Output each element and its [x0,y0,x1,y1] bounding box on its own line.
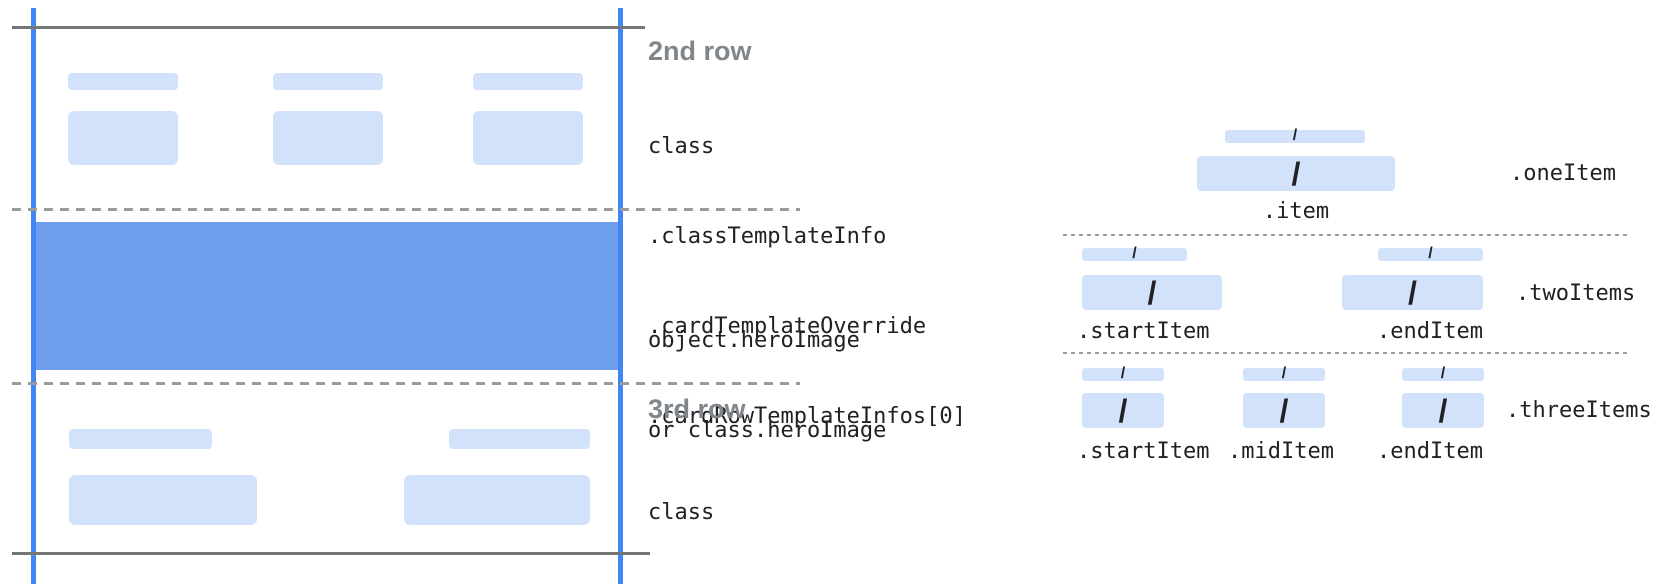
row3-item2-value-placeholder [404,475,590,525]
layouts-separator-dashed-line-1 [1063,234,1630,236]
layouts-separator-dashed-line-2 [1063,352,1630,354]
threeitems-mid-caption: .midItem [1228,439,1334,464]
slash-glyph: / [1132,244,1137,262]
slash-glyph: / [1428,244,1433,262]
row3-item1-value-placeholder [69,475,257,525]
slash-glyph: / [1292,126,1298,144]
twoitems-name-label: .twoItems [1516,281,1636,306]
threeitems-end-caption: .endItem [1377,439,1483,464]
slash-glyph: / [1440,364,1446,382]
threeitems-name-label: .threeItems [1506,398,1652,423]
slash-glyph: / [1120,364,1126,382]
threeitems-start-value-bar: / [1082,393,1164,428]
code-line: class [648,134,715,159]
row2-item2-label-placeholder [273,73,383,90]
threeitems-mid-value-bar: / [1243,393,1325,428]
code-line: .classTemplateInfo [648,224,887,249]
slash-glyph: / [1438,392,1448,429]
threeitems-start-label-bar: / [1082,364,1164,382]
row2-separator-dashed-line [12,208,800,211]
threeitems-end-label-bar: / [1402,364,1484,382]
slash-glyph: / [1408,274,1417,311]
code-line: object.heroImage [648,328,860,353]
twoitems-end-value-bar: / [1342,275,1483,310]
hero-separator-dashed-line [12,382,800,385]
code-line: .cardRowTemplateInfos[0] [648,404,966,429]
row2-item1-value-placeholder [68,111,178,165]
row3-code-path: class .classTemplateInfo .cardTemplateOv… [648,438,966,584]
slash-glyph: / [1291,155,1301,192]
hero-code-path: object.heroImage or class.heroImage [648,266,886,506]
twoitems-start-caption: .startItem [1077,319,1210,344]
slash-glyph: / [1147,274,1157,311]
twoitems-start-value-bar: / [1082,275,1222,310]
row3-item2-label-placeholder [449,429,590,449]
row2-item1-label-placeholder [68,73,178,90]
oneitem-item-caption: .item [1262,199,1330,224]
card-bottom-line [12,552,650,555]
card-top-line [12,26,645,29]
oneitem-value-bar: / [1197,156,1395,191]
oneitem-label-bar: / [1225,126,1365,144]
card-right-edge-line [618,8,623,584]
twoitems-end-label-bar: / [1378,244,1483,262]
code-line: .cardTemplateOverride [648,314,927,339]
slash-glyph: / [1281,364,1287,382]
row3-heading: 3rd row [648,394,746,424]
threeitems-end-value-bar: / [1402,393,1484,428]
threeitems-mid-label-bar: / [1243,364,1325,382]
slash-glyph: / [1118,392,1128,429]
row2-item3-label-placeholder [473,73,583,90]
row2-item3-value-placeholder [473,111,583,165]
twoitems-end-caption: .endItem [1377,319,1483,344]
card-left-edge-line [31,8,36,584]
slash-glyph: / [1279,392,1289,429]
code-line: or class.heroImage [648,418,887,443]
twoitems-start-label-bar: / [1082,244,1187,262]
code-line: class [648,500,715,525]
hero-image-band [36,222,618,370]
threeitems-start-caption: .startItem [1077,439,1210,464]
row2-code-path: class .classTemplateInfo .cardTemplateOv… [648,72,966,492]
row3-item1-label-placeholder [69,429,212,449]
row2-item2-value-placeholder [273,111,383,165]
oneitem-name-label: .oneItem [1510,161,1616,186]
row2-heading: 2nd row [648,36,752,66]
